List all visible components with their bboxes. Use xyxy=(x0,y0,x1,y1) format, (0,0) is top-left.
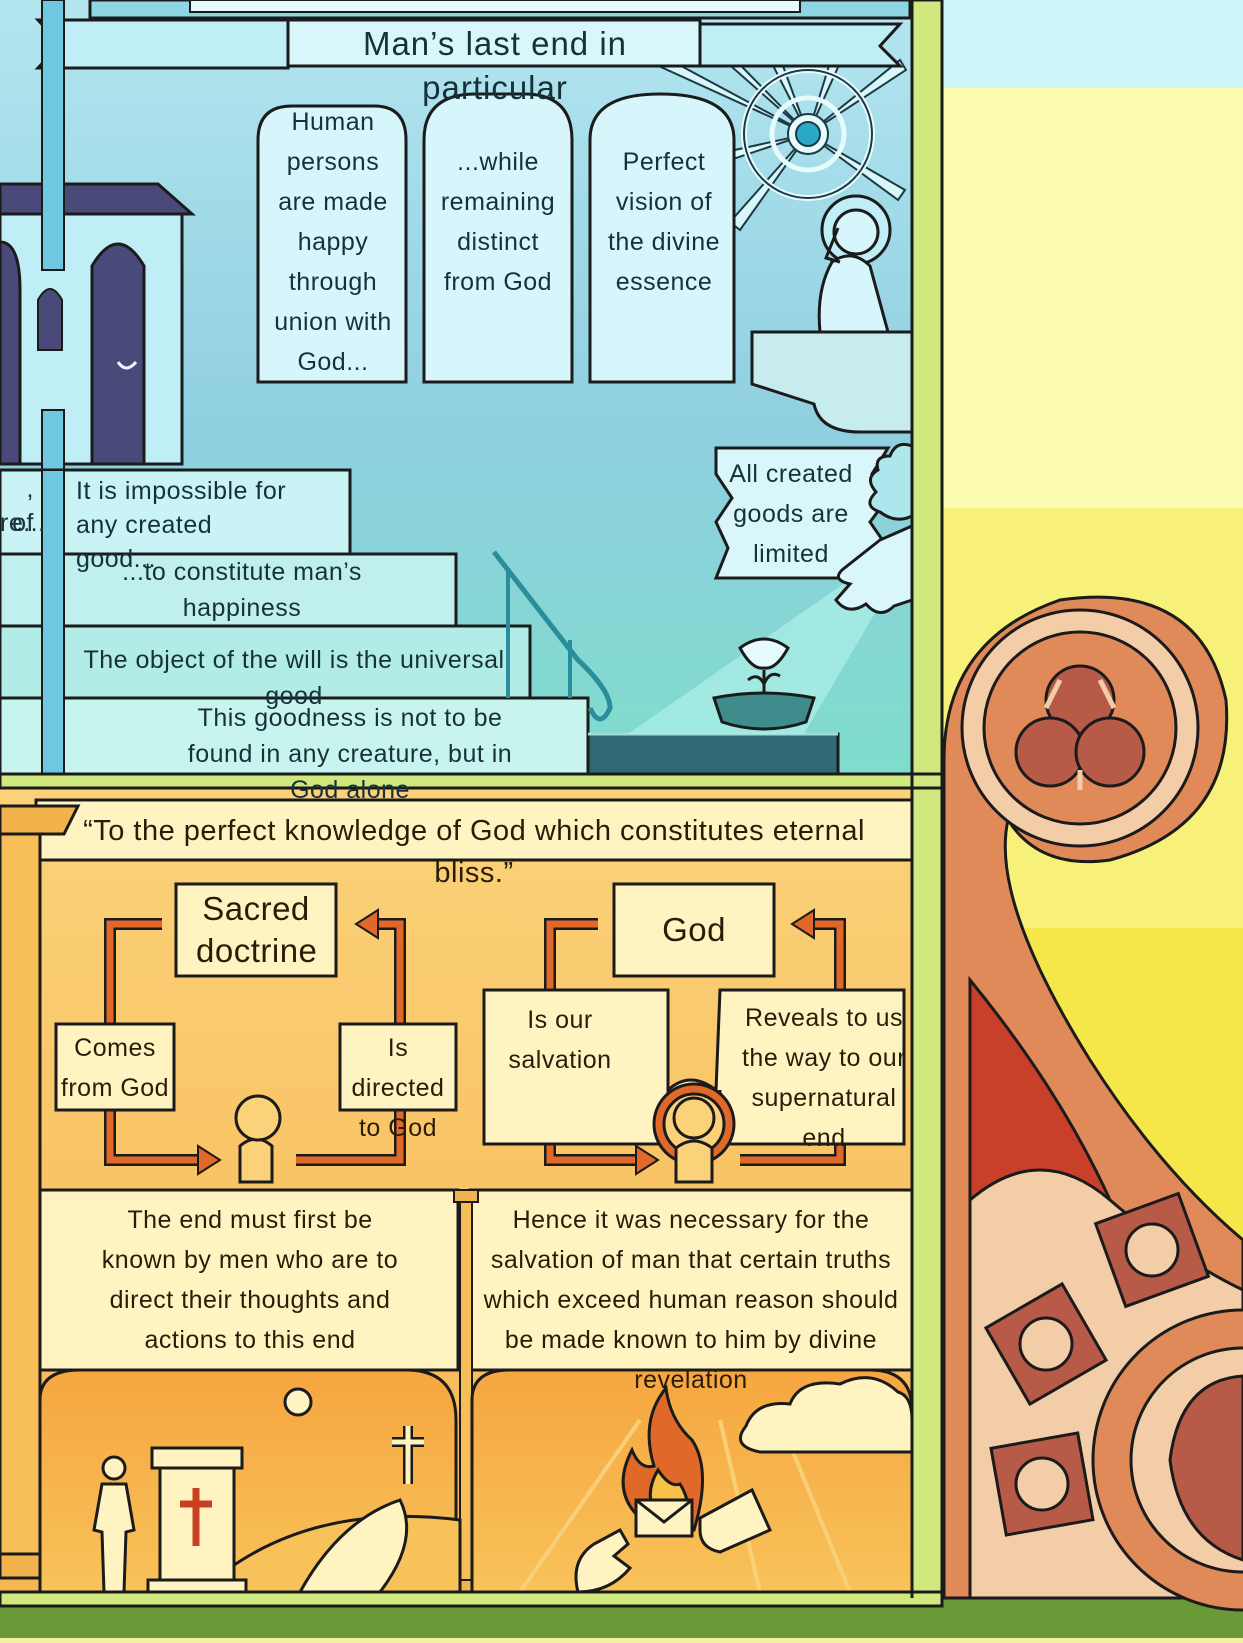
step-2-text: ...to constitute man’s happiness xyxy=(122,558,362,622)
sun-rays-icon xyxy=(648,22,908,232)
stairs-icon xyxy=(0,468,840,776)
cross-icon xyxy=(392,1426,424,1484)
quatrefoil-icon xyxy=(983,1191,1211,1537)
pilgrimage-scene xyxy=(0,1368,912,1594)
directed-to-god-label: Is directed to God xyxy=(351,1034,445,1142)
left-diagram xyxy=(54,882,458,1184)
caption-left-box xyxy=(38,1188,460,1372)
god-label: God xyxy=(662,911,726,948)
reveals-way-label: Reveals to us the way to our supernatura… xyxy=(741,1004,907,1152)
cloud-icon xyxy=(868,442,914,521)
banner-scroll xyxy=(34,18,904,70)
step-1-text: It is impossible for any created good... xyxy=(76,477,287,573)
person-icon xyxy=(92,1455,136,1594)
tablet-2-text: ...while remaining distinct from God xyxy=(440,148,556,296)
cut-line-1: , of xyxy=(12,475,34,537)
flower-icon xyxy=(712,637,816,731)
caption-right-text: Hence it was necessary for the salvation… xyxy=(483,1206,899,1394)
cloud-icon xyxy=(738,1376,914,1454)
top-panel xyxy=(0,0,914,776)
tablets xyxy=(256,92,736,384)
person-icon xyxy=(234,1094,282,1184)
banner-title: Man’s last end in particular xyxy=(362,25,628,106)
hand-icon xyxy=(834,523,914,614)
caption-left-text: The end must first be known by men who a… xyxy=(101,1206,399,1354)
envelope-icon xyxy=(634,1498,694,1538)
praying-saint-icon xyxy=(750,194,914,434)
altar-cross-icon xyxy=(146,1446,248,1594)
halo-icon xyxy=(652,1082,736,1184)
sacred-doctrine-label: Sacred doctrine xyxy=(196,890,318,969)
scroll-text: All created goods are limited xyxy=(729,460,853,568)
tablet-1-text: Human persons are made happy through uni… xyxy=(274,108,392,376)
church-icon xyxy=(0,0,196,775)
bg-stripe-2 xyxy=(940,88,1243,508)
is-our-salvation-label: Is our salvation xyxy=(508,1006,612,1074)
step-3-text: The object of the will is the universal … xyxy=(83,646,505,710)
right-diagram xyxy=(482,882,906,1184)
bottom-panel xyxy=(0,788,914,1598)
frame xyxy=(0,0,944,1608)
comes-from-god-label: Comes from God xyxy=(60,1034,170,1102)
cut-line-2: re... xyxy=(0,509,46,537)
bg-stripe-1 xyxy=(940,0,1243,88)
hand-icon xyxy=(574,1487,772,1594)
revelation-scene xyxy=(470,1368,914,1594)
trefoil-icon xyxy=(1014,664,1146,790)
ornament xyxy=(942,595,1243,1612)
quote-text: “To the perfect knowledge of God which c… xyxy=(83,815,865,889)
column xyxy=(0,804,81,1580)
step-4-text: This goodness is not to be found in any … xyxy=(187,704,513,804)
tablet-3-text: Perfect vision of the divine essence xyxy=(607,148,721,296)
